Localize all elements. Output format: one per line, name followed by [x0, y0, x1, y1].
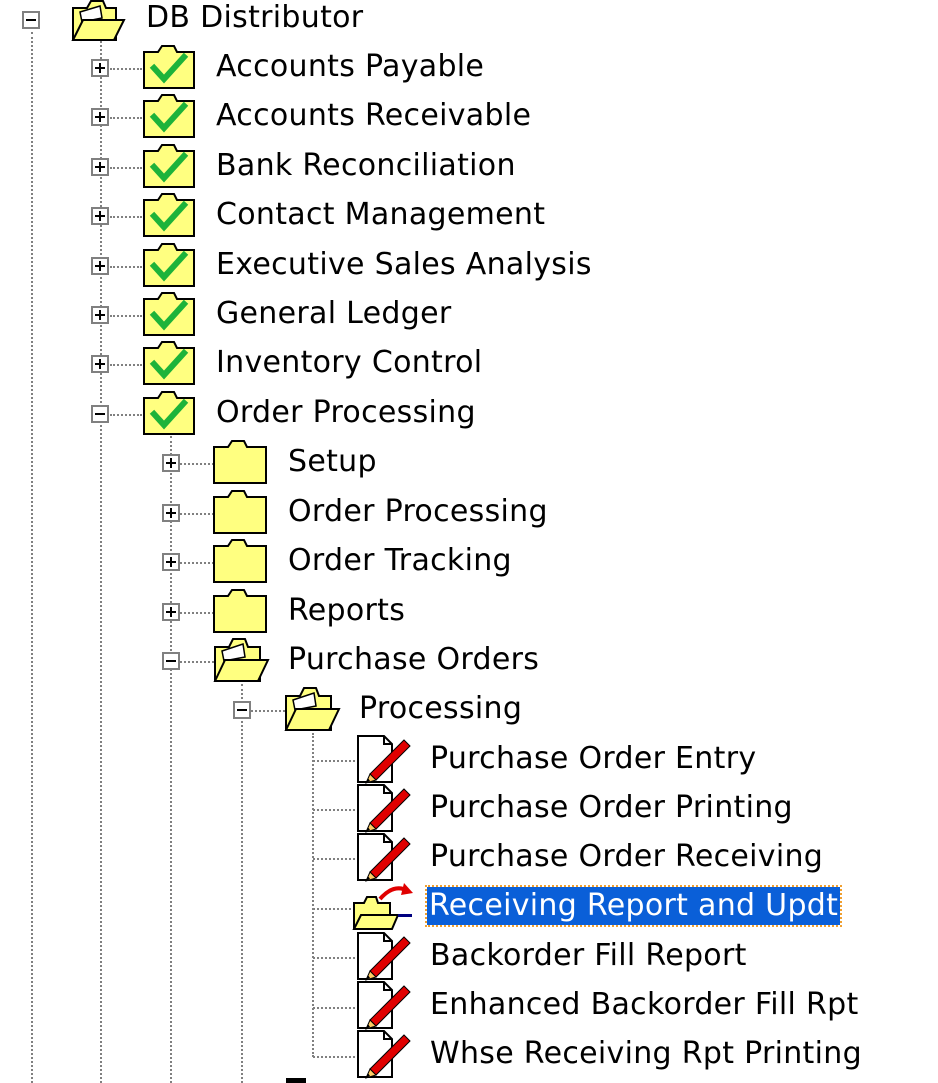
tree-line-purchase-orders: [241, 684, 243, 1083]
tree-label: Inventory Control: [216, 345, 483, 380]
folder-check-icon: [143, 144, 195, 188]
task-edit-icon: [357, 735, 411, 784]
expand-icon[interactable]: [91, 59, 109, 77]
tree-stub: [313, 760, 355, 762]
folder-closed-icon: [213, 589, 267, 633]
folder-check-icon: [143, 292, 195, 336]
tree-label: Accounts Receivable: [216, 98, 532, 133]
tree-label: Reports: [288, 593, 406, 628]
tree-stub: [110, 414, 142, 416]
expand-icon[interactable]: [162, 603, 180, 621]
tree-label: Enhanced Backorder Fill Rpt: [430, 987, 859, 1022]
tree-stub: [180, 612, 214, 614]
tree-stub: [110, 117, 142, 119]
tree-label: Purchase Order Receiving: [430, 839, 824, 874]
tree-label: Whse Receiving Rpt Printing: [430, 1036, 862, 1071]
tree-stub: [180, 562, 214, 564]
folder-open-icon: [71, 0, 126, 41]
tree-stub: [110, 364, 142, 366]
expand-icon[interactable]: [162, 454, 180, 472]
task-edit-icon: [357, 932, 411, 981]
tree-label: Executive Sales Analysis: [216, 247, 592, 282]
tree-label: Contact Management: [216, 197, 546, 232]
expand-icon[interactable]: [91, 158, 109, 176]
tree-line-root: [31, 32, 33, 1083]
tree-stub: [313, 858, 355, 860]
folder-check-icon: [143, 391, 195, 435]
expand-icon[interactable]: [91, 257, 109, 275]
collapse-icon[interactable]: [162, 652, 180, 670]
expand-icon[interactable]: [162, 504, 180, 522]
tree-label: Purchase Order Printing: [430, 790, 793, 825]
tree-stub: [313, 1007, 355, 1009]
folder-closed-icon: [213, 490, 267, 534]
tree-label: Purchase Orders: [288, 642, 540, 677]
collapse-icon[interactable]: [233, 701, 251, 719]
expand-icon[interactable]: [91, 355, 109, 373]
tree-label: Processing: [359, 691, 523, 726]
tree-stub: [313, 1056, 355, 1058]
tree-label: Bank Reconciliation: [216, 148, 516, 183]
expand-icon[interactable]: [91, 207, 109, 225]
folder-closed-icon: [213, 539, 267, 583]
tree-stub: [180, 463, 214, 465]
folder-check-icon: [143, 94, 195, 138]
expand-icon[interactable]: [162, 553, 180, 571]
tree-stub: [110, 266, 142, 268]
tree-stub: [180, 513, 214, 515]
shortcut-folder-icon: [352, 883, 413, 930]
expand-icon[interactable]: [91, 108, 109, 126]
tree-label: Order Processing: [288, 494, 548, 529]
tree-label: Setup: [288, 444, 377, 479]
tree-stub: [110, 167, 142, 169]
collapse-icon[interactable]: [22, 11, 40, 29]
tree-label: DB Distributor: [146, 0, 364, 35]
task-edit-icon: [357, 981, 411, 1030]
task-edit-icon: [357, 833, 411, 882]
tree-label: Backorder Fill Report: [430, 938, 747, 973]
folder-open-icon: [284, 687, 341, 731]
tree-stub: [110, 216, 142, 218]
tree-line-processing: [312, 733, 314, 1057]
tree-stub: [110, 68, 142, 70]
tree-label: General Ledger: [216, 296, 452, 331]
task-edit-icon: [357, 784, 411, 833]
tree-label: Order Tracking: [288, 543, 512, 578]
expand-icon[interactable]: [91, 306, 109, 324]
task-edit-icon: [357, 1030, 411, 1079]
tree-label: Purchase Order Entry: [430, 741, 757, 776]
tree-line-order-processing: [170, 436, 172, 1083]
folder-check-icon: [143, 45, 195, 89]
tree-label: Accounts Payable: [216, 49, 485, 84]
tree-stub: [180, 661, 214, 663]
tree-stub: [251, 710, 285, 712]
tree-label: Order Processing: [216, 395, 476, 430]
folder-open-icon: [213, 638, 270, 682]
tree-stub: [313, 908, 355, 910]
tree-stub: [313, 957, 355, 959]
tree-stub: [313, 809, 355, 811]
folder-check-icon: [143, 341, 195, 385]
folder-closed-icon: [213, 440, 267, 484]
tree-line-modules: [100, 32, 102, 1083]
folder-check-icon: [143, 243, 195, 287]
tree-label: Receiving Report and Updt: [424, 885, 843, 927]
folder-check-icon: [143, 193, 195, 237]
collapse-icon[interactable]: [91, 405, 109, 423]
tree-node-partial: [286, 1078, 306, 1083]
tree-stub: [110, 315, 142, 317]
